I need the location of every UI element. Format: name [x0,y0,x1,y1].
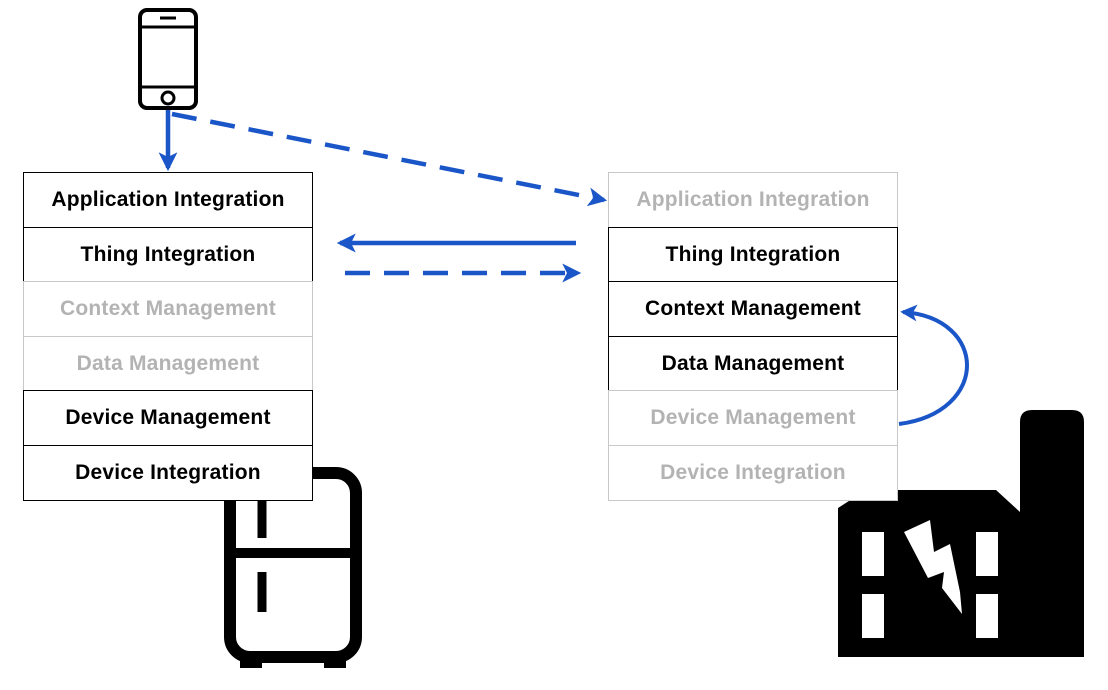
refrigerator-icon [224,467,362,668]
right-layer-device-management: Device Management [608,390,898,446]
factory-icon [838,410,1084,657]
left-layer-context-management: Context Management [23,281,313,337]
left-layer-device-management: Device Management [23,390,313,446]
right-layer-application-integration: Application Integration [608,172,898,228]
left-layer-data-management: Data Management [23,335,313,392]
left-layer-thing-integration: Thing Integration [23,226,313,283]
right-layer-data-management: Data Management [608,335,898,392]
left-platform-stack: Application Integration Thing Integratio… [23,172,313,501]
lightning-bolt-icon [904,520,962,614]
right-layer-context-management: Context Management [608,281,898,337]
left-layer-application-integration: Application Integration [23,172,313,228]
right-layer-thing-integration: Thing Integration [608,226,898,283]
right-platform-stack: Application Integration Thing Integratio… [608,172,898,501]
right-layer-device-integration: Device Integration [608,444,898,501]
left-layer-device-integration: Device Integration [23,444,313,501]
